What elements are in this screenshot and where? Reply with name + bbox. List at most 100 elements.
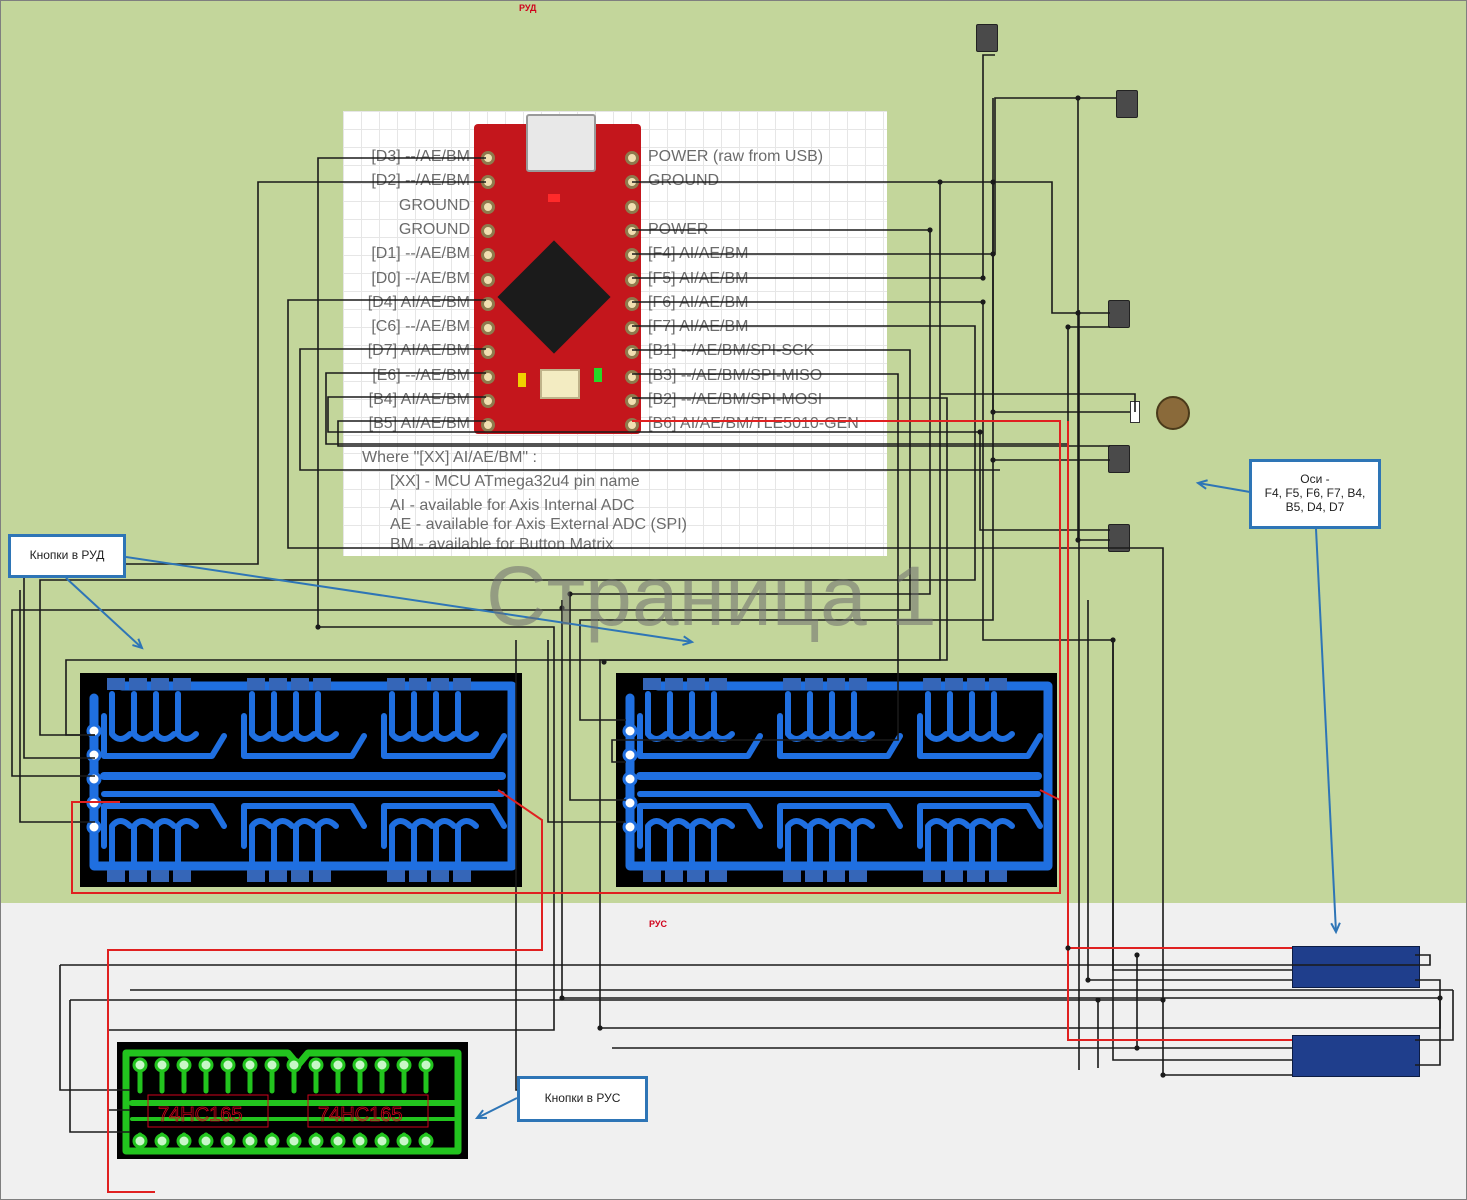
pcb-trace [249, 818, 273, 875]
header-pin-right [625, 200, 639, 214]
pcb-via [132, 1133, 148, 1149]
pcb-pad [805, 678, 823, 690]
pin-label-left: [B5] AI/AE/BM [368, 415, 470, 432]
pcb-pad [173, 678, 191, 690]
pcb-via [264, 1057, 280, 1073]
pcb-trace [667, 691, 691, 742]
pcb-pad [269, 870, 287, 882]
pcb-pad [827, 870, 845, 882]
callout-rud-buttons: Кнопки в РУД [8, 534, 126, 578]
pcb-pad [989, 870, 1007, 882]
wire-junction [937, 179, 943, 185]
pcb-trace [829, 818, 853, 875]
pcb-via [622, 795, 638, 811]
pcb-pad [173, 870, 191, 882]
signal-wire [60, 954, 1431, 966]
wire-junction [597, 1025, 603, 1031]
chip-label: 74HC165 [318, 1104, 403, 1126]
header-pin-right [625, 273, 639, 287]
pin-label-left: [E6] --/AE/BM [372, 367, 470, 384]
pcb-pad [247, 678, 265, 690]
header-pin-right [625, 224, 639, 238]
signal-wire [632, 54, 995, 279]
pcb-pad [129, 678, 147, 690]
pcb-trace [315, 818, 339, 875]
legend-line: AE - available for Axis External ADC (SP… [390, 516, 687, 533]
pin-label-left: [D0] --/AE/BM [371, 270, 470, 287]
wire-junction [1065, 324, 1071, 330]
pcb-pad [805, 870, 823, 882]
pcb-pad [247, 870, 265, 882]
reset-button-icon [540, 369, 580, 399]
pcb-pad [291, 678, 309, 690]
callout-arrowhead [682, 635, 695, 646]
pcb-trace [455, 818, 479, 875]
usb-connector-icon [526, 114, 596, 172]
pcb-pad [387, 870, 405, 882]
callout-rus-buttons: Кнопки в РУС [517, 1076, 648, 1122]
callout-arrowhead [132, 638, 144, 650]
legend-title: Where "[XX] AI/AE/BM" : [362, 449, 537, 466]
pcb-via [154, 1133, 170, 1149]
signal-wire [299, 348, 1000, 471]
pcb-via [396, 1057, 412, 1073]
wire-junction [1075, 537, 1081, 543]
pcb-pad [129, 870, 147, 882]
signal-wire [337, 420, 1110, 447]
wire-junction [977, 429, 983, 435]
callout-arrowhead [1330, 922, 1341, 935]
pcb-pad [945, 870, 963, 882]
pcb-trace [109, 818, 133, 875]
pcb-via [286, 1057, 302, 1073]
callout-axes: Оси - F4, F5, F6, F7, B4, B5, D4, D7 [1249, 459, 1381, 529]
pcb-trace [433, 818, 457, 875]
pcb-trace [153, 691, 177, 742]
pcb-pad [643, 678, 661, 690]
pcb-via [418, 1057, 434, 1073]
hall-sensor-icon [1108, 445, 1130, 473]
wire-junction [1160, 1072, 1166, 1078]
pcb-via [622, 723, 638, 739]
callout-arrow [476, 1097, 518, 1119]
wire-junction [1095, 997, 1101, 1003]
pcb-pad [783, 678, 801, 690]
pcb-trace [991, 691, 1015, 742]
wire-junction [1134, 952, 1140, 958]
pcb-pad [687, 870, 705, 882]
header-pin-left [481, 321, 495, 335]
spi-clock-wire [107, 789, 543, 1193]
wire-junction [1160, 997, 1166, 1003]
pcb-trace [925, 691, 949, 742]
pin-label-left: [D7] AI/AE/BM [367, 342, 470, 359]
pcb-trace [851, 691, 875, 742]
pcb-pad [269, 678, 287, 690]
pcb-pad [923, 870, 941, 882]
pcb-pad [967, 678, 985, 690]
pcb-trace [389, 691, 413, 742]
page-watermark: Страница 1 [486, 549, 937, 643]
pcb-trace [807, 691, 831, 742]
wire-junction [1110, 637, 1116, 643]
pcb-via [154, 1057, 170, 1073]
pcb-via [308, 1057, 324, 1073]
pcb-pad [107, 678, 125, 690]
signal-wire [287, 299, 1292, 1076]
pcb-pad [453, 678, 471, 690]
pcb-via [330, 1133, 346, 1149]
pcb-trace [175, 818, 199, 875]
hall-sensor-icon [1108, 300, 1130, 328]
callout-arrow [125, 556, 693, 643]
pcb-pad [665, 870, 683, 882]
pcb-trace [917, 713, 1043, 759]
signal-wire [579, 182, 994, 721]
wire-junction [990, 179, 996, 185]
pcb-trace [637, 803, 763, 849]
signal-wire [23, 181, 486, 759]
pcb-pad [849, 870, 867, 882]
pcb-trace [381, 713, 507, 759]
wire-junction [1134, 1045, 1140, 1051]
wire-junction [980, 299, 986, 305]
pcb-trace [131, 691, 155, 742]
